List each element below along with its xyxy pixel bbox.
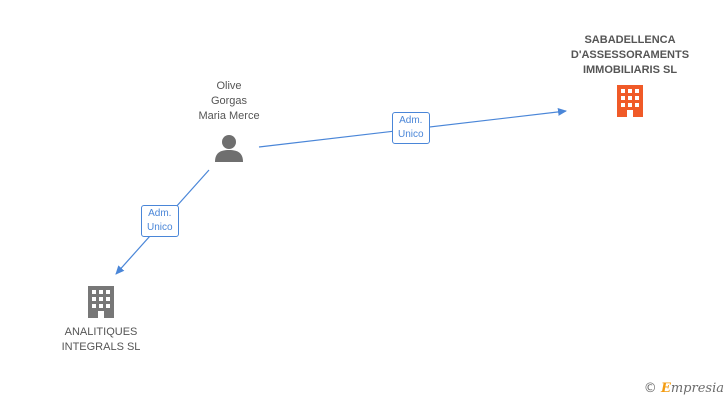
copyright-symbol: © xyxy=(643,381,657,396)
company-other-name-line-1: ANALITIQUES xyxy=(64,326,138,338)
person-name-line-1: Olive xyxy=(216,80,242,92)
brand-logo-initial: E xyxy=(660,381,671,396)
edge-label-other-line-2: Unico xyxy=(147,222,173,233)
company-main-name-line-3: IMMOBILIARIS SL xyxy=(582,64,678,76)
building-icon[interactable] xyxy=(88,286,114,318)
edge-label-main-line-2: Unico xyxy=(398,129,424,140)
company-main-name-line-1: SABADELLENCA xyxy=(584,34,676,46)
company-other-name-line-2: INTEGRALS SL xyxy=(61,341,141,353)
person-name[interactable]: Olive Gorgas Maria Merce xyxy=(179,79,279,124)
company-main-name[interactable]: SABADELLENCA D'ASSESSORAMENTS IMMOBILIAR… xyxy=(548,33,712,78)
person-icon[interactable] xyxy=(215,135,243,162)
person-name-line-2: Gorgas xyxy=(210,95,248,107)
building-icon[interactable] xyxy=(617,85,643,117)
edge-label-main: Adm. Unico xyxy=(392,112,430,144)
brand-logo-text: mpresia xyxy=(670,381,724,396)
edge-label-main-line-1: Adm. xyxy=(399,115,423,126)
person-name-line-3: Maria Merce xyxy=(198,110,260,122)
company-other-name[interactable]: ANALITIQUES INTEGRALS SL xyxy=(46,325,156,355)
edge-label-other-line-1: Adm. xyxy=(148,208,172,219)
edge-label-other: Adm. Unico xyxy=(141,205,179,237)
company-main-name-line-2: D'ASSESSORAMENTS xyxy=(570,49,690,61)
brand-watermark: © Empresia xyxy=(644,381,724,396)
